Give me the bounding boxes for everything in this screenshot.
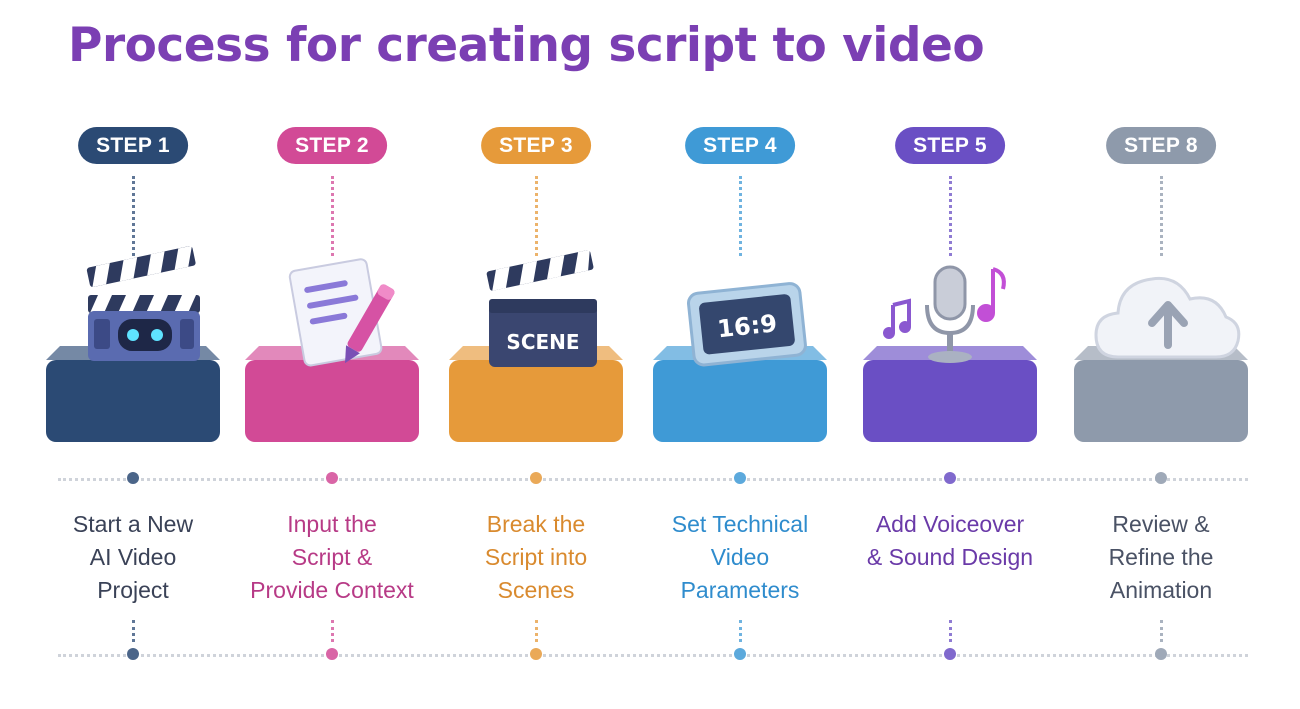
connector <box>535 620 538 642</box>
timeline-dot <box>734 472 746 484</box>
step-4-badge: STEP 4 <box>685 127 795 164</box>
step-1-label: Start a New AI Video Project <box>72 511 194 603</box>
step-3-badge: STEP 3 <box>481 127 591 164</box>
clapperboard-robot-icon <box>86 245 200 361</box>
timeline-dot <box>1155 472 1167 484</box>
step-5-label: Add Voiceover & Sound Design <box>866 511 1034 570</box>
connector <box>132 620 135 642</box>
svg-text:SCENE: SCENE <box>506 330 579 354</box>
step-4: STEP 4 16:9 Set Technical Video Paramete… <box>640 0 840 709</box>
timeline-lower <box>58 654 1248 657</box>
connector <box>949 620 952 642</box>
step-1: STEP 1 Start a New AI Video Project <box>33 0 233 709</box>
timeline-upper <box>58 478 1248 481</box>
microphone-music-notes-icon <box>883 265 1006 363</box>
connector <box>132 176 135 256</box>
timeline-dot <box>127 472 139 484</box>
timeline-dot <box>326 472 338 484</box>
step-2-label: Input the Script & Provide Context <box>250 511 414 603</box>
timeline-dot <box>734 648 746 660</box>
step-5-badge: STEP 5 <box>895 127 1005 164</box>
step-3-label: Break the Script into Scenes <box>484 511 588 603</box>
scene-clapperboard-icon: SCENE <box>486 249 597 367</box>
svg-text:16:9: 16:9 <box>716 309 778 343</box>
step-8-label: Review & Refine the Animation <box>1108 511 1214 603</box>
monitor-aspect-ratio-icon: 16:9 <box>686 282 807 367</box>
timeline-dot <box>944 648 956 660</box>
step-4-label: Set Technical Video Parameters <box>671 511 809 603</box>
document-pencil-icon <box>288 258 395 367</box>
step-3: STEP 3 SCENE Break the Script into Scene… <box>436 0 636 709</box>
step-1-badge: STEP 1 <box>78 127 188 164</box>
step-8: STEP 8 Review & Refine the Animation <box>1061 0 1261 709</box>
timeline-dot <box>530 648 542 660</box>
timeline-dot <box>127 648 139 660</box>
connector <box>331 620 334 642</box>
connector <box>535 176 538 256</box>
timeline-dot <box>944 472 956 484</box>
step-2: STEP 2 Input the Script & Provide Contex… <box>232 0 432 709</box>
step-5: STEP 5 Add Voiceover & Sound Design <box>850 0 1050 709</box>
connector <box>1160 620 1163 642</box>
timeline-dot <box>1155 648 1167 660</box>
connector <box>739 620 742 642</box>
step-8-badge: STEP 8 <box>1106 127 1216 164</box>
page-title: Process for creating script to video <box>68 18 985 73</box>
connector <box>739 176 742 256</box>
cloud-upload-icon <box>1094 276 1241 359</box>
step-2-badge: STEP 2 <box>277 127 387 164</box>
timeline-dot <box>326 648 338 660</box>
timeline-dot <box>530 472 542 484</box>
connector <box>1160 176 1163 256</box>
connector <box>949 176 952 256</box>
connector <box>331 176 334 256</box>
